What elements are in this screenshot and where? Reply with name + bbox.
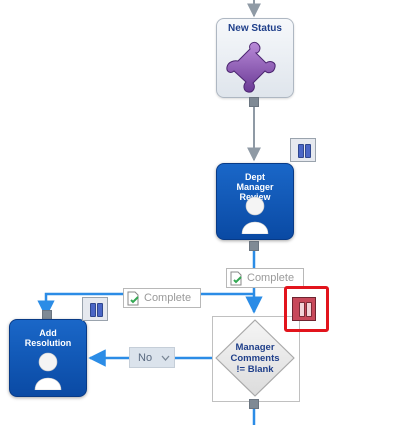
person-icon (241, 196, 269, 234)
node-decision[interactable] (212, 316, 298, 400)
condition-label-complete-text: Complete (144, 292, 192, 304)
node-new-status[interactable]: New Status (216, 18, 294, 98)
node-add-resolution-title: Add Resolution (24, 328, 72, 348)
condition-label-no[interactable]: No (129, 347, 175, 368)
node-new-status-title: New Status (228, 23, 282, 34)
pause-icon (299, 302, 305, 317)
condition-label-complete[interactable]: Complete (226, 268, 304, 288)
node-add-resolution[interactable]: Add Resolution (9, 319, 87, 397)
condition-label-no-text: No (138, 351, 153, 364)
pause-icon (298, 144, 304, 158)
pause-icon (90, 303, 96, 317)
chevron-down-icon (161, 355, 170, 361)
highlight-frame (284, 286, 329, 332)
node-dept-manager-review[interactable]: Dept Manager Review (216, 163, 294, 240)
document-check-icon (127, 291, 139, 305)
person-icon (34, 352, 62, 390)
condition-label-complete[interactable]: Complete (123, 288, 201, 308)
pause-add-resolution-button[interactable] (82, 297, 108, 321)
document-check-icon (230, 271, 242, 285)
node-dept-review-out-handle[interactable] (249, 241, 259, 251)
pause-decision-button[interactable] (292, 297, 316, 321)
puzzle-piece-icon (226, 41, 276, 93)
node-decision-out-handle[interactable] (249, 399, 259, 409)
node-new-status-out-handle[interactable] (249, 97, 259, 107)
pause-dept-review-button[interactable] (290, 138, 316, 162)
node-decision-title: Manager Comments != Blank (230, 342, 280, 375)
condition-label-complete-text: Complete (247, 272, 295, 284)
